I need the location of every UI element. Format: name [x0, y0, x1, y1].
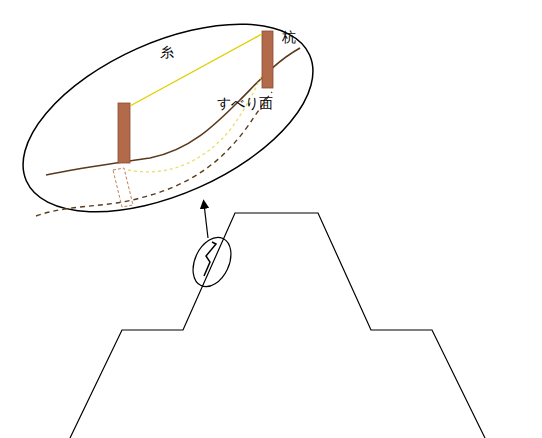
- stake: [262, 31, 273, 88]
- displaced-stake: [113, 168, 133, 207]
- enlarged-ellipse: [0, 0, 341, 250]
- detail-ellipse: [186, 231, 239, 292]
- displaced-string: [128, 75, 262, 172]
- crack-symbol: [204, 242, 216, 276]
- pointer-arrow: [204, 204, 208, 238]
- stake-label: 杭: [282, 30, 296, 44]
- slip-surface-label: すべり面: [217, 96, 273, 110]
- slip-surface: [36, 92, 272, 216]
- stake: [118, 103, 130, 163]
- string-label: 糸: [160, 45, 174, 59]
- embankment-outline: [70, 213, 485, 438]
